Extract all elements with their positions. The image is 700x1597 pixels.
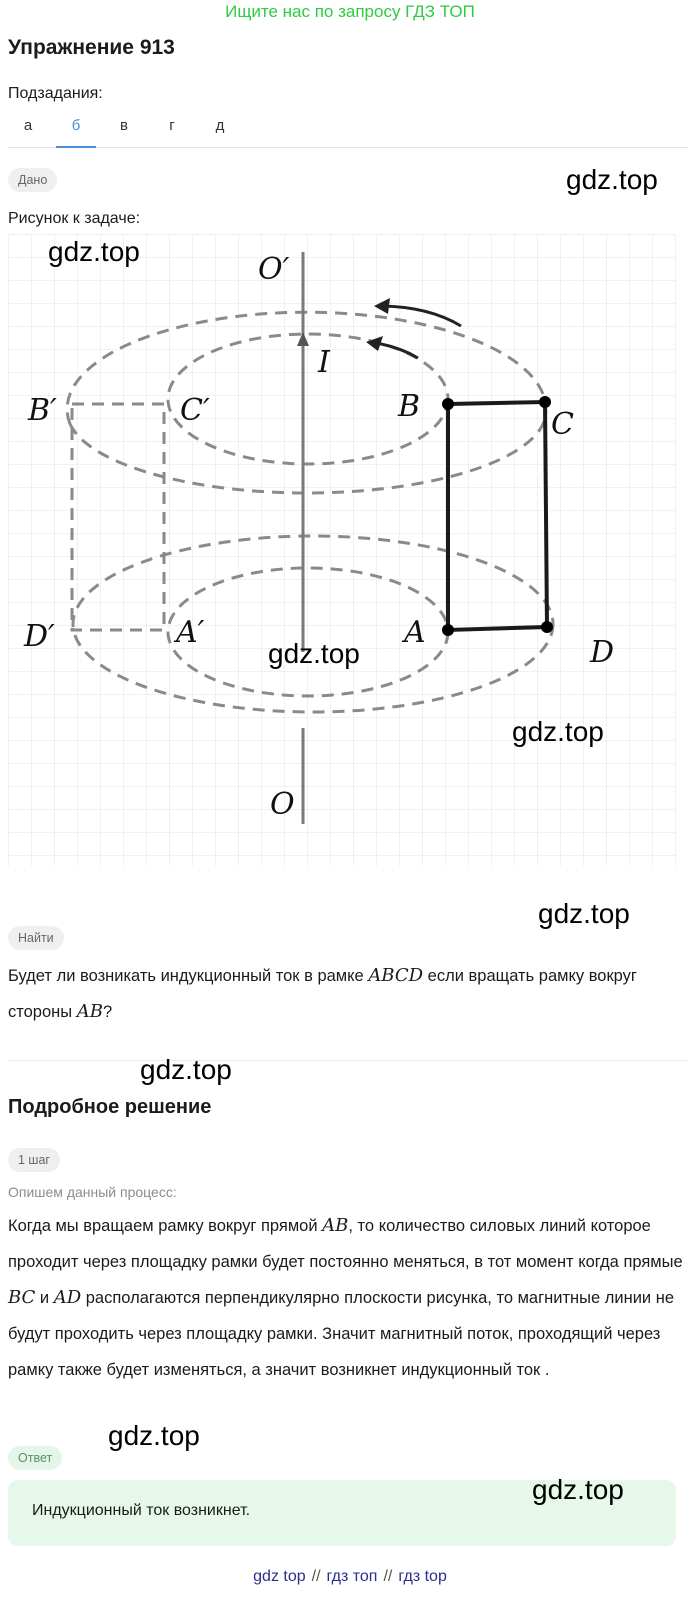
subtask-tabs: а б в г д — [8, 112, 688, 148]
label-c: C — [551, 407, 574, 442]
watermark: gdz.top — [532, 1474, 624, 1505]
footer-link-gdz-top-ru[interactable]: гдз топ — [326, 1568, 378, 1585]
tab-g[interactable]: г — [169, 117, 175, 134]
given-chip: Дано — [8, 168, 58, 192]
axis-arrowhead-icon — [297, 332, 309, 346]
tab-v[interactable]: в — [120, 117, 128, 134]
footer-links: gdz top//гдз топ//гдз top — [253, 1568, 447, 1585]
grid-background — [8, 234, 676, 866]
math-abcd: ABCD — [368, 965, 424, 986]
math-ab: AB — [76, 1001, 103, 1022]
watermark: gdz.top — [48, 236, 140, 267]
tab-d[interactable]: д — [215, 117, 225, 134]
label-b: B — [397, 389, 420, 424]
tab-a[interactable]: а — [23, 117, 33, 134]
top-outer-ellipse-front — [68, 398, 548, 495]
label-o: O — [270, 787, 295, 822]
section-divider — [8, 1060, 688, 1061]
label-c-prime: C′ — [180, 393, 210, 428]
find-chip: Найти — [8, 926, 64, 950]
top-outer-ellipse-back — [65, 310, 545, 425]
subtasks-label: Подзадания: — [8, 85, 103, 102]
answer-box: Индукционный ток возникнет. — [8, 1480, 676, 1546]
label-d-prime: D′ — [23, 619, 55, 654]
figure-letters: O′ I B′ C′ B C D′ A′ A D O — [23, 252, 614, 822]
page-title: Упражнение 913 — [8, 36, 175, 59]
rotation-arrowheads-icon — [366, 298, 390, 351]
footer-link-gdz-top[interactable]: gdz top — [253, 1568, 306, 1585]
solution-text: Когда мы вращаем рамку вокруг прямой AB,… — [8, 1215, 683, 1379]
step-chip: 1 шаг — [8, 1148, 60, 1172]
bottom-outer-ellipse — [71, 534, 555, 714]
problem-figure: O′ I B′ C′ B C D′ A′ A D O — [8, 234, 676, 866]
footer-link-gdz-top-mixed[interactable]: гдз top — [398, 1568, 447, 1585]
figure-label: Рисунок к задаче: — [8, 210, 141, 227]
solution-heading: Подробное решение — [8, 1096, 212, 1118]
watermark: gdz.top — [268, 638, 360, 669]
label-o-prime: O′ — [258, 252, 290, 287]
label-d: D — [589, 635, 614, 670]
watermark: gdz.top — [566, 164, 658, 195]
watermark: gdz.top — [538, 898, 630, 929]
label-b-prime: B′ — [27, 393, 57, 428]
left-dashed-frame — [70, 402, 166, 632]
frame-vertices — [442, 396, 553, 636]
search-hint-banner: Ищите нас по запросу ГДЗ ТОП — [225, 2, 475, 21]
answer-chip: Ответ — [8, 1446, 63, 1470]
watermark: gdz.top — [108, 1420, 200, 1451]
solution-intro: Опишем данный процесс: — [8, 1184, 177, 1200]
label-i: I — [317, 345, 331, 380]
tab-b[interactable]: б — [56, 112, 96, 148]
watermark: gdz.top — [512, 716, 604, 747]
find-question: Будет ли возникать индукционный ток в ра… — [8, 965, 637, 1022]
label-a-prime: A′ — [173, 615, 205, 650]
answer-text: Индукционный ток возникнет. — [32, 1502, 251, 1519]
dashed-ellipses — [65, 310, 555, 714]
label-a: A — [401, 615, 426, 650]
watermark: gdz.top — [140, 1054, 232, 1085]
